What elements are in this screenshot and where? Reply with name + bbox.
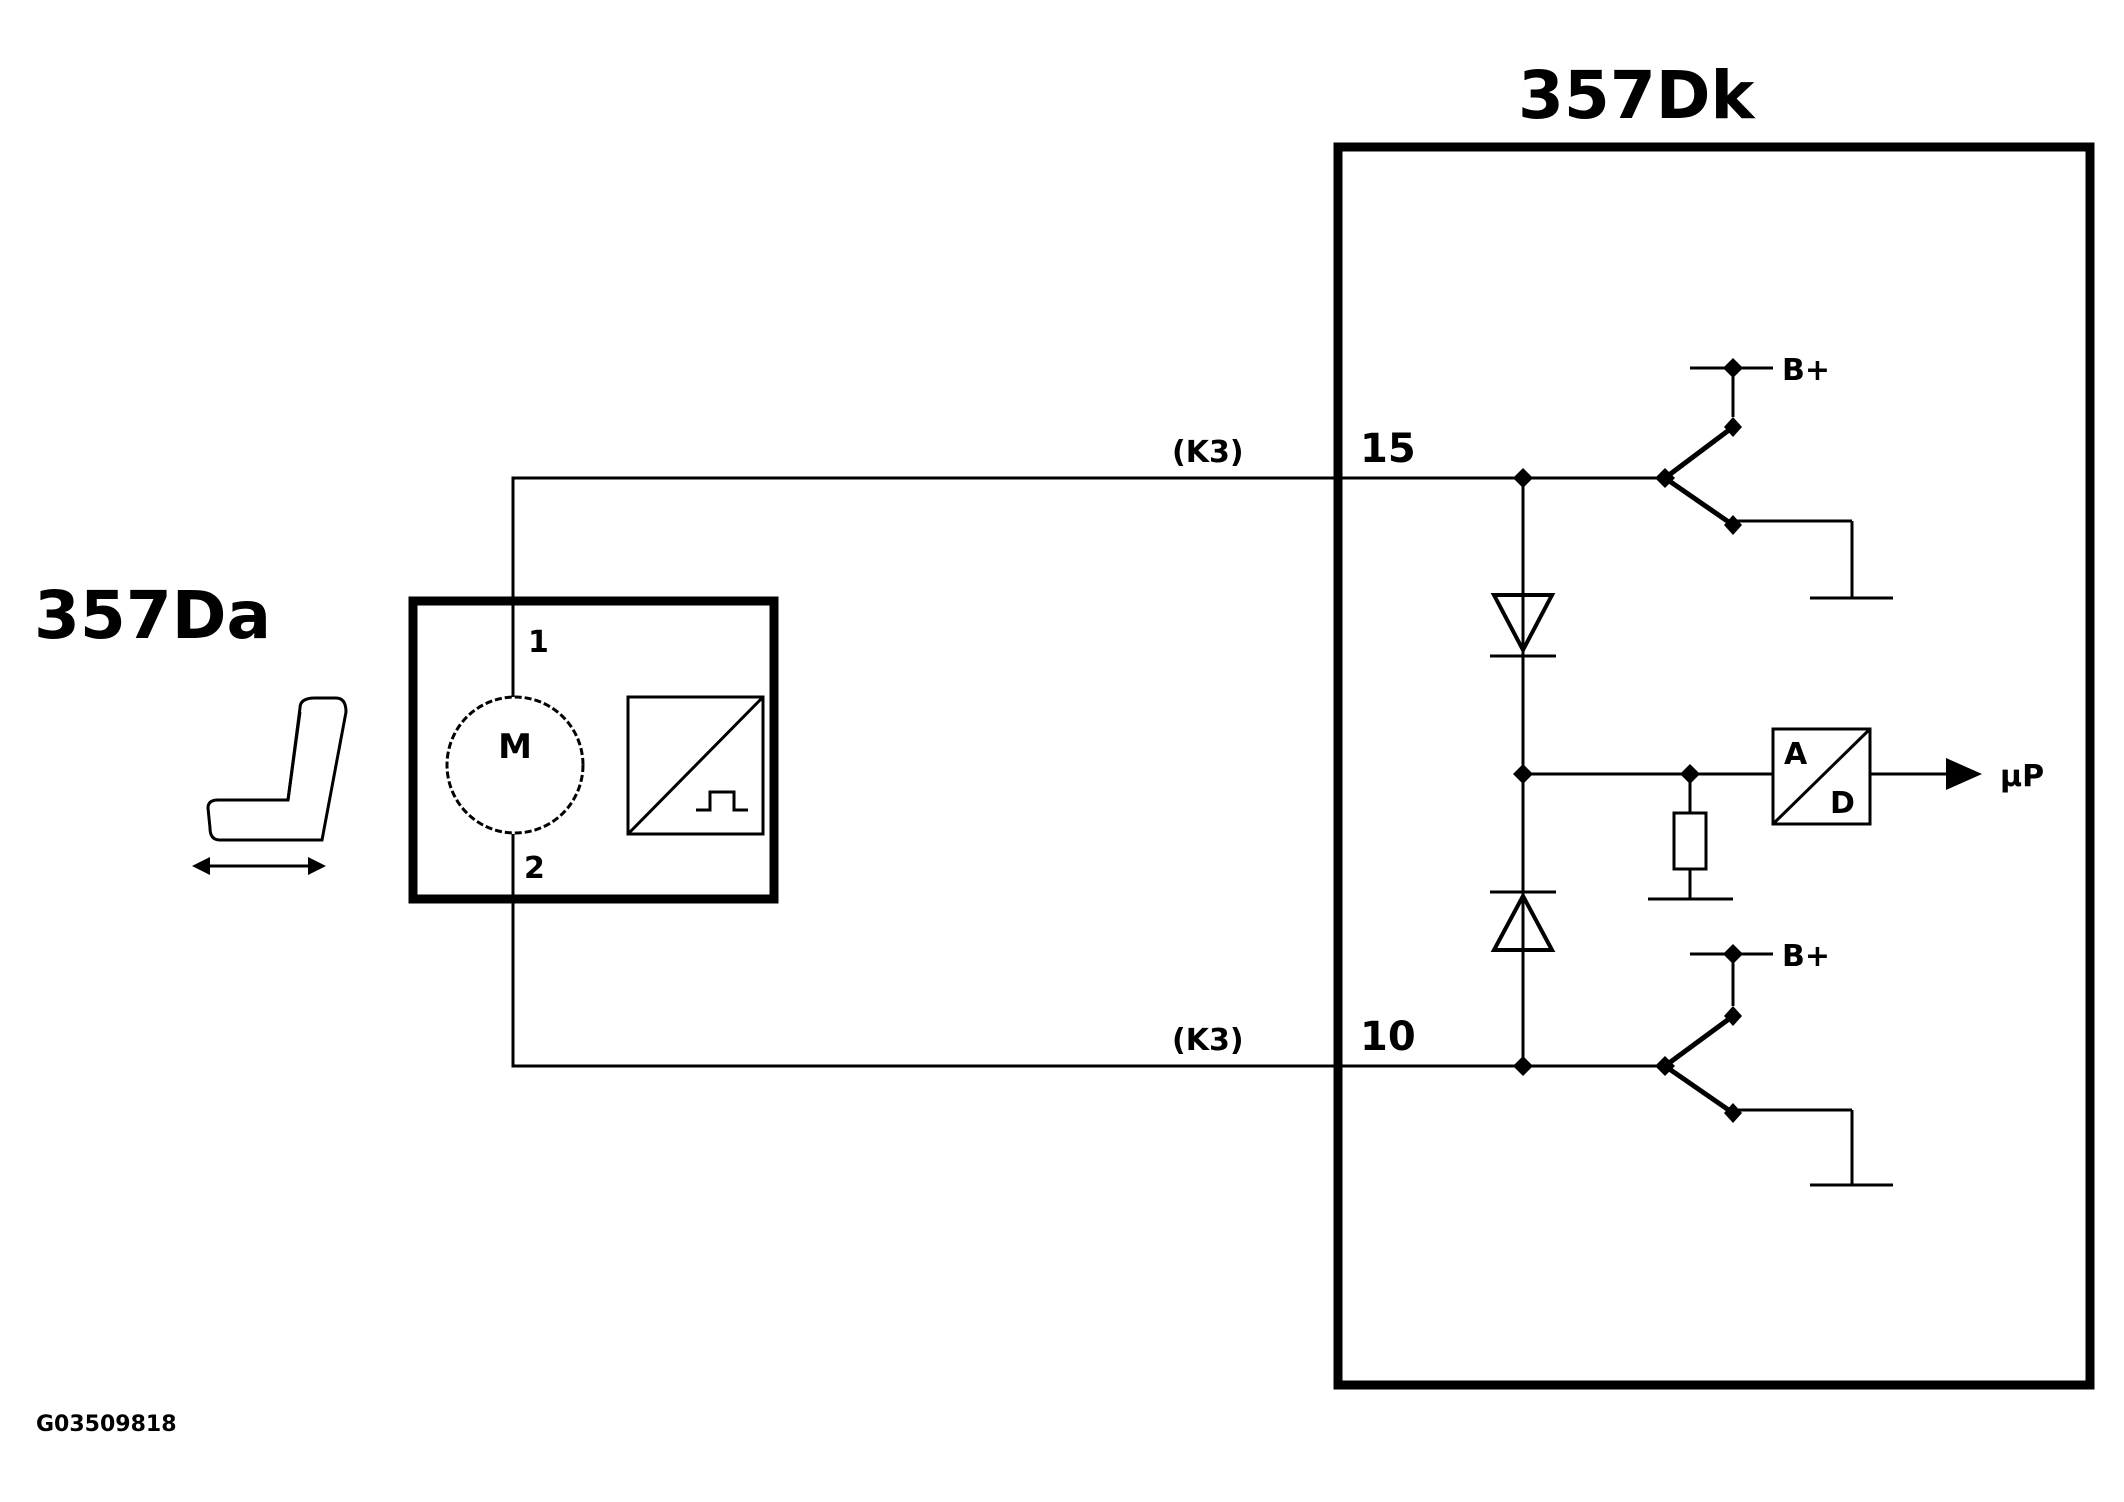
motor-pin-2: 2 xyxy=(524,851,545,886)
relay-switch-top-icon xyxy=(1523,358,1893,600)
motor-unit-label: 357Da xyxy=(34,577,271,654)
junction-nodes xyxy=(1513,468,1700,1076)
seat-icon xyxy=(192,696,348,875)
supply-label-bottom: B+ xyxy=(1782,939,1830,974)
wire-top xyxy=(511,476,1523,697)
supply-label-top: B+ xyxy=(1782,353,1830,388)
ad-converter-input: A xyxy=(1784,737,1808,772)
motor-icon: M xyxy=(445,695,585,835)
motor-pin-1: 1 xyxy=(528,625,549,660)
wire-color-top: (K3) xyxy=(1172,435,1244,470)
ad-converter: A D xyxy=(1771,727,1872,826)
control-module-label: 357Dk xyxy=(1518,57,1757,134)
module-pin-15: 15 xyxy=(1360,426,1416,472)
module-pin-10: 10 xyxy=(1360,1014,1416,1060)
wire-color-bottom: (K3) xyxy=(1172,1023,1244,1058)
diode-bottom-icon xyxy=(1490,890,1556,952)
figure-code: G03509818 xyxy=(36,1412,177,1437)
pulse-sensor-icon xyxy=(626,695,765,836)
motor-unit-box xyxy=(408,596,779,904)
micro-processor-label: µP xyxy=(2000,759,2044,794)
relay-switch-bottom-icon xyxy=(1523,944,1893,1187)
ad-converter-output: D xyxy=(1830,786,1855,821)
control-module-box xyxy=(1333,142,2095,1390)
wire-bottom xyxy=(511,834,1523,1068)
arrow-right-icon xyxy=(1946,758,1982,790)
motor-symbol: M xyxy=(498,727,532,767)
diode-top-icon xyxy=(1490,593,1556,658)
resistor-icon xyxy=(1648,774,1733,901)
